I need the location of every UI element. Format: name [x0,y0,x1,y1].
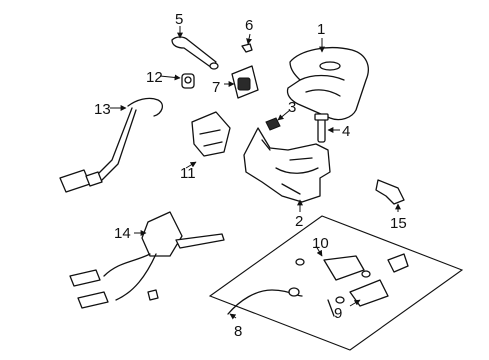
callout-10: 10 [312,235,329,252]
part-multifunction-switch [69,211,225,309]
part-pin [314,113,329,143]
part-upper-shroud [286,47,369,121]
leader-6 [246,33,253,45]
callout-2: 2 [295,213,303,230]
callout-4: 4 [342,123,350,140]
part-clip [265,117,281,131]
callout-7: 7 [212,79,220,96]
callout-1: 1 [317,21,325,38]
callout-9: 9 [334,305,342,322]
part-small-screw [241,43,253,53]
leader-3 [277,109,291,121]
part-fitting [375,179,405,205]
leader-10 [315,245,323,257]
part-module-panel [208,215,464,351]
callout-15: 15 [390,215,407,232]
callout-8: 8 [234,323,242,340]
callout-14: 14 [114,225,131,242]
callout-6: 6 [245,17,253,34]
part-lock-cylinder [181,73,195,89]
part-wiring-harness [59,97,164,193]
callout-11: 11 [180,165,196,182]
leader-8 [229,313,237,320]
part-tilt-lever [171,36,219,70]
leader-12 [159,74,181,81]
leader-11 [185,161,197,169]
part-lower-shroud [243,127,331,203]
callout-5: 5 [175,11,183,28]
part-bezel [231,65,259,99]
callout-3: 3 [288,99,296,116]
part-lock-housing [191,111,231,157]
callout-13: 13 [94,101,111,118]
callout-12: 12 [146,69,163,86]
callout-labels: 1 2 3 4 5 6 7 8 9 10 11 12 13 14 15 [94,11,407,340]
leader-9 [349,299,361,307]
leader-lines [110,26,401,320]
